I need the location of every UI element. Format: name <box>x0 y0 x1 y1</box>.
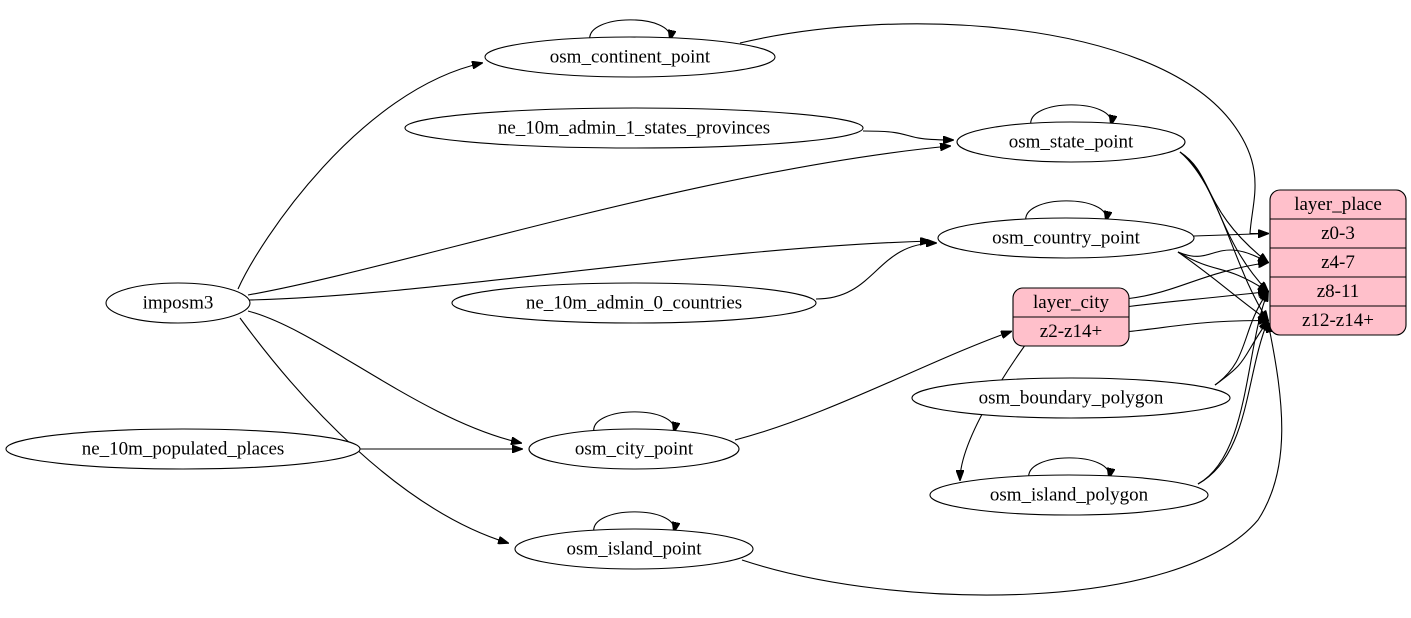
edge-imposm3-to-osm_country_point <box>248 241 930 301</box>
node-label: ne_10m_populated_places <box>82 438 285 459</box>
node-osm_city_point[interactable]: osm_city_point <box>528 428 740 470</box>
node-label: osm_state_point <box>1009 131 1134 152</box>
node-label: osm_country_point <box>992 227 1140 248</box>
node-ne_10m_admin_1_states_provinces[interactable]: ne_10m_admin_1_states_provinces <box>404 107 864 149</box>
edge-osm_island_polygon-to-layer_place-row3 <box>1197 321 1268 485</box>
edge-layer <box>237 19 1283 596</box>
node-ellipse <box>956 121 1186 163</box>
layer-zoom-row[interactable]: z8-11 <box>1317 281 1360 302</box>
self-loop-osm_island_polygon <box>1028 457 1110 479</box>
self-loop-osm_island_point <box>593 511 675 533</box>
layer-zoom-row[interactable]: z0-3 <box>1321 223 1355 244</box>
node-osm_continent_point[interactable]: osm_continent_point <box>484 36 776 78</box>
node-label: osm_island_point <box>566 538 702 559</box>
layer-zoom-row[interactable]: z2-z14+ <box>1040 321 1102 342</box>
self-loop-osm_state_point <box>1030 104 1112 126</box>
node-osm_boundary_polygon[interactable]: osm_boundary_polygon <box>911 377 1231 419</box>
node-label: osm_continent_point <box>550 46 711 67</box>
node-osm_island_polygon[interactable]: osm_island_polygon <box>929 474 1209 516</box>
edge-layer_city-to-layer_place-z8-11 <box>1128 292 1268 308</box>
node-label: ne_10m_admin_1_states_provinces <box>498 117 770 138</box>
node-osm_country_point[interactable]: osm_country_point <box>937 217 1195 259</box>
node-ellipse <box>105 282 251 324</box>
edge-imposm3-to-osm_state_point <box>247 146 950 296</box>
node-layer_place[interactable]: layer_place z0-3 z4-7 z8-11 z12-z14+ <box>1269 189 1407 336</box>
edge-osm_state_point-to-layer_place-row1 <box>1179 151 1268 263</box>
edge-osm_country_point-to-layer_place-row1 <box>1177 249 1268 263</box>
edge-imposm3-to-osm_city_point <box>247 310 521 443</box>
node-ne_10m_populated_places[interactable]: ne_10m_populated_places <box>5 428 361 470</box>
node-label: osm_boundary_polygon <box>979 387 1164 408</box>
layer-zoom-row[interactable]: z12-z14+ <box>1302 310 1374 331</box>
edge-osm_boundary_polygon-to-layer_place-row2 <box>1214 292 1268 386</box>
edge-imposm3-to-osm_continent_point <box>237 63 482 290</box>
layer-zoom-row[interactable]: z4-7 <box>1321 252 1355 273</box>
node-ellipse <box>911 377 1231 419</box>
edge-imposm3-to-osm_island_point <box>239 317 508 543</box>
node-label: ne_10m_admin_0_countries <box>526 292 742 313</box>
edge-osm_boundary_polygon-to-layer_place-row3 <box>1214 321 1268 386</box>
node-osm_state_point[interactable]: osm_state_point <box>956 121 1186 163</box>
node-ellipse <box>484 36 776 78</box>
node-ellipse <box>404 107 864 149</box>
edge-ne_10m_admin_1_states_provinces-to-osm_state_point <box>862 130 953 140</box>
edge-osm_city_point-to-layer_city <box>734 332 1011 441</box>
layer-title: layer_place <box>1294 194 1382 215</box>
node-ellipse <box>451 282 817 324</box>
node-ellipse <box>929 474 1209 516</box>
edge-osm_continent_point-to-layer_place-z0-3 <box>739 23 1268 234</box>
node-ellipse <box>514 528 754 570</box>
node-ellipse <box>937 217 1195 259</box>
node-layer_city[interactable]: layer_city z2-z14+ <box>1012 287 1130 347</box>
edge-layer_city-to-layer_place-z12-z14+ <box>1128 321 1268 333</box>
layer-title: layer_city <box>1033 292 1109 313</box>
node-label: osm_city_point <box>575 438 694 459</box>
self-loop-osm_country_point <box>1025 200 1107 222</box>
edge-osm_island_point-to-layer_place-z12-z14+ <box>741 323 1283 596</box>
edge-layer_city-to-layer_place-z4-7 <box>1128 263 1268 300</box>
edge-osm_country_point-to-layer_place-row3 <box>1177 251 1268 321</box>
edge-osm_island_polygon-to-layer_place-row2 <box>1197 292 1268 485</box>
node-osm_island_point[interactable]: osm_island_point <box>514 528 754 570</box>
edge-osm_state_point-to-layer_place-row3 <box>1179 151 1268 321</box>
self-loop-osm_city_point <box>593 411 675 433</box>
edge-osm_country_point-to-layer_place-row2 <box>1177 251 1268 292</box>
node-imposm3[interactable]: imposm3 <box>105 282 251 324</box>
node-ne_10m_admin_0_countries[interactable]: ne_10m_admin_0_countries <box>451 282 817 324</box>
node-label: imposm3 <box>143 292 214 313</box>
node-ellipse <box>528 428 740 470</box>
edge-ne_10m_admin_0_countries-to-osm_country_point <box>815 243 936 300</box>
self-loop-osm_continent_point <box>589 19 671 41</box>
node-label: osm_island_polygon <box>990 484 1149 505</box>
edge-osm_country_point-to-layer_place-z0-3 <box>1193 234 1268 237</box>
node-layer: imposm3 ne_10m_populated_places ne_10m_adm… <box>5 36 1407 570</box>
layer-box <box>1269 189 1407 336</box>
node-ellipse <box>5 428 361 470</box>
